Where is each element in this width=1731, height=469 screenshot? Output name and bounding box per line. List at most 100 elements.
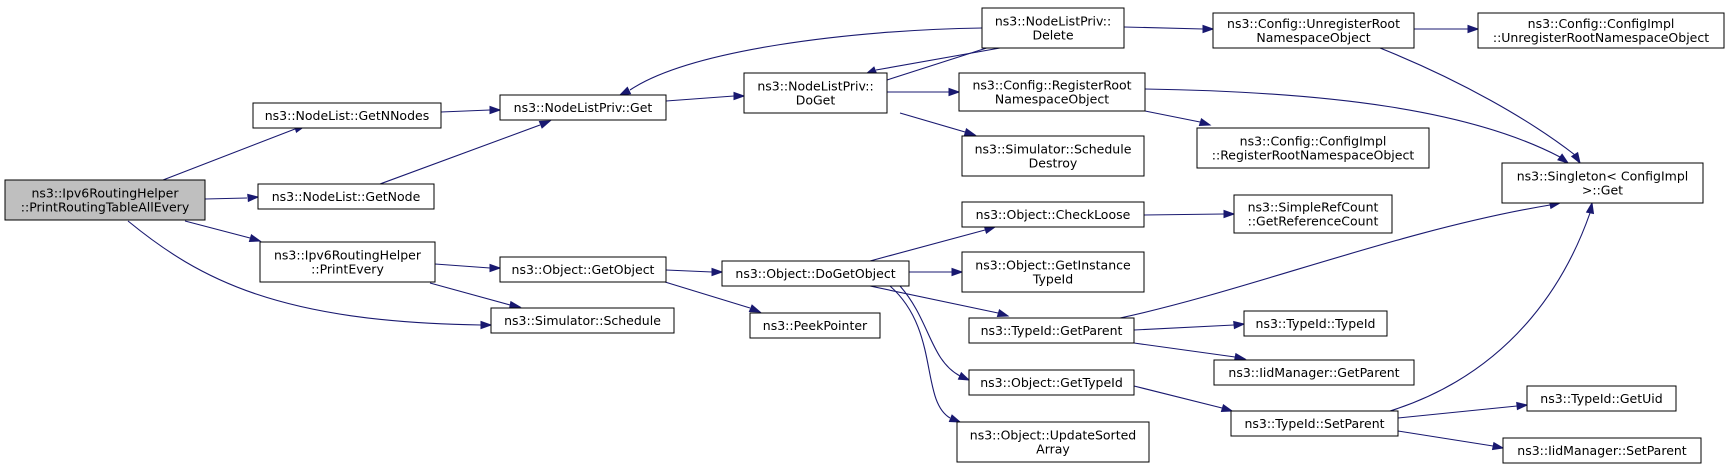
node-label: DoGet: [796, 93, 836, 108]
edge-line: [162, 128, 296, 181]
node-box: [1213, 359, 1415, 386]
node-label: ns3::PeekPointer: [763, 318, 868, 333]
arrowhead: [1223, 209, 1236, 219]
node-implregister[interactable]: ns3::Config::ConfigImpl::RegisterRootNam…: [1196, 127, 1430, 169]
node-singletonget[interactable]: ns3::Singleton< ConfigImpl >::Get: [1501, 162, 1704, 204]
edge-objectgettypeid-typeidsetparent: [1133, 385, 1234, 413]
node-box: [1526, 385, 1677, 412]
node-registerroot[interactable]: ns3::Config::RegisterRootNamespaceObject: [958, 72, 1146, 112]
node-box: [1477, 12, 1725, 49]
node-typeidsetparent[interactable]: ns3::TypeId::SetParent: [1230, 410, 1399, 437]
node-label: ns3::Object::GetInstance: [975, 258, 1131, 273]
node-printevery[interactable]: ns3::Ipv6RoutingHelper::PrintEvery: [259, 241, 436, 283]
node-objectgettypeid[interactable]: ns3::Object::GetTypeId: [968, 369, 1135, 396]
node-label: ns3::Ipv6RoutingHelper: [274, 248, 422, 263]
node-nlpget[interactable]: ns3::NodeListPriv::Get: [499, 94, 667, 121]
edge-doget-scheduledestroy: [899, 112, 977, 137]
edge-line: [1144, 88, 1561, 158]
node-dogetobject[interactable]: ns3::Object::DoGetObject: [721, 260, 910, 287]
edge-line: [1133, 342, 1236, 358]
arrowhead: [983, 225, 997, 235]
node-iidgetparent[interactable]: ns3::IidManager::GetParent: [1213, 359, 1415, 386]
node-getnode[interactable]: ns3::NodeList::GetNode: [257, 183, 435, 210]
node-box: [1230, 410, 1399, 437]
edge-line: [899, 285, 961, 377]
edge-line: [379, 124, 541, 185]
node-unregisterroot[interactable]: ns3::Config::UnregisterRootNamespaceObje…: [1212, 12, 1415, 49]
node-typeidctor[interactable]: ns3::TypeId::TypeId: [1243, 310, 1388, 337]
node-label: TypeId: [1032, 272, 1073, 287]
node-label: ::PrintEvery: [311, 262, 384, 277]
node-getnnodes[interactable]: ns3::NodeList::GetNNodes: [252, 102, 442, 129]
node-delete[interactable]: ns3::NodeListPriv::Delete: [981, 7, 1125, 49]
edge-checkloose-getreferencecount: [1143, 209, 1236, 219]
node-getreferencecount[interactable]: ns3::SimpleRefCount::GetReferenceCount: [1233, 194, 1393, 234]
node-label: ns3::NodeList::GetNode: [272, 189, 421, 204]
node-doget[interactable]: ns3::NodeListPriv::DoGet: [743, 72, 888, 114]
edge-typeidgetparent-typeidctor: [1133, 320, 1246, 331]
edge-line: [629, 27, 983, 91]
node-box: [257, 183, 435, 210]
edge-line: [886, 44, 997, 81]
edge-registerroot-implregister: [1144, 110, 1212, 127]
arrowhead: [1491, 441, 1505, 451]
edge-printevery-getobject: [434, 263, 502, 273]
node-box: [259, 241, 436, 283]
edge-root-getnnodes: [162, 124, 307, 181]
node-label: NamespaceObject: [995, 92, 1109, 107]
node-iidsetparent[interactable]: ns3::IidManager::SetParent: [1502, 437, 1702, 464]
arrowhead: [957, 371, 971, 381]
arrowhead: [948, 414, 962, 423]
node-label: ns3::Config::UnregisterRoot: [1227, 16, 1400, 31]
node-peekpointer[interactable]: ns3::PeekPointer: [749, 312, 881, 339]
arrowhead: [733, 91, 746, 101]
edge-typeidgetparent-iidgetparent: [1133, 342, 1247, 362]
node-box: [749, 312, 881, 339]
edge-delete-doget: [864, 47, 1001, 75]
edge-dogetobject-typeidgetparent: [869, 285, 1010, 318]
arrowhead: [1233, 320, 1246, 330]
edge-line: [1143, 213, 1225, 216]
node-label: ns3::IidManager::SetParent: [1517, 443, 1687, 458]
arrowhead: [538, 120, 552, 129]
edge-root-printevery: [184, 220, 262, 243]
node-root[interactable]: ns3::Ipv6RoutingHelper::PrintRoutingTabl…: [4, 179, 206, 221]
node-label: ns3::TypeId::GetParent: [981, 323, 1123, 338]
edge-doget-registerroot: [887, 87, 961, 97]
node-implunregister[interactable]: ns3::Config::ConfigImpl::UnregisterRootN…: [1477, 12, 1725, 49]
node-label: ns3::NodeListPriv::Get: [514, 100, 653, 115]
node-label: ::UnregisterRootNamespaceObject: [1493, 30, 1709, 45]
node-typeidgetparent[interactable]: ns3::TypeId::GetParent: [968, 317, 1135, 344]
node-label: ns3::TypeId::TypeId: [1256, 316, 1376, 331]
node-checkloose[interactable]: ns3::Object::CheckLoose: [961, 201, 1145, 228]
edge-line: [664, 281, 751, 309]
node-label: ns3::Singleton< ConfigImpl: [1517, 169, 1689, 184]
node-box: [1212, 12, 1415, 49]
edge-root-getnode: [204, 193, 260, 203]
node-box: [743, 72, 888, 114]
node-box: [961, 135, 1145, 177]
node-label: ns3::Object::CheckLoose: [976, 207, 1131, 222]
arrowhead: [247, 193, 260, 203]
edge-unregisterroot-singletonget: [1379, 47, 1581, 165]
arrowhead: [1570, 151, 1581, 165]
edge-line: [1389, 212, 1591, 412]
arrowhead: [1585, 201, 1595, 215]
node-getobject[interactable]: ns3::Object::GetObject: [499, 256, 667, 283]
edge-line: [1123, 26, 1204, 30]
node-typeidgetuid[interactable]: ns3::TypeId::GetUid: [1526, 385, 1677, 412]
node-label: ns3::Simulator::Schedule: [975, 142, 1132, 157]
arrowhead: [951, 267, 964, 277]
edge-line: [1379, 47, 1576, 156]
node-schedule[interactable]: ns3::Simulator::Schedule: [490, 307, 675, 334]
node-label: ns3::Object::GetObject: [512, 262, 655, 277]
node-label: ns3::TypeId::GetUid: [1540, 391, 1662, 406]
arrowhead: [1467, 24, 1480, 34]
edge-line: [1133, 324, 1235, 331]
arrowhead: [480, 320, 493, 330]
arrowhead: [1202, 24, 1215, 34]
arrowhead: [1557, 153, 1570, 164]
